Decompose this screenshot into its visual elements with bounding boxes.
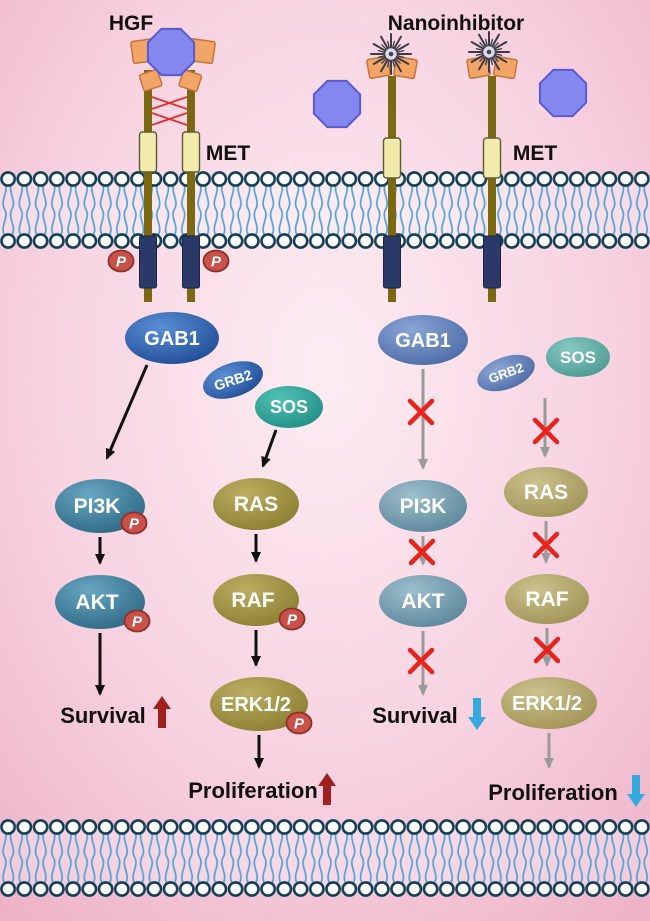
kinase-domain — [139, 235, 157, 289]
sos-label: SOS — [270, 397, 308, 417]
p-badge — [120, 511, 148, 535]
survival-label: Survival — [372, 703, 458, 728]
hgf-ligand-octagon-free — [312, 79, 362, 129]
sos-node — [255, 386, 323, 428]
met-receptor-inhibited-1 — [366, 33, 418, 302]
gab1-node — [125, 312, 219, 364]
met-label-right: MET — [513, 142, 558, 165]
receptor-stalk — [388, 76, 396, 302]
proliferation-label: Proliferation — [188, 778, 318, 803]
kinase-domain — [182, 235, 200, 289]
pi3k-node-inhibited — [379, 480, 467, 532]
hgf-label: HGF — [109, 12, 154, 35]
raf-label: RAF — [525, 588, 568, 611]
proliferation-label: Proliferation — [488, 780, 618, 805]
dimerization-lines — [151, 96, 188, 126]
gab1-label: GAB1 — [395, 330, 451, 352]
met-label-left: MET — [206, 142, 251, 165]
sos-node-inhibited — [546, 337, 610, 377]
p-badge — [202, 249, 230, 273]
akt-label: AKT — [401, 590, 444, 613]
sos-label: SOS — [560, 348, 596, 367]
akt-node — [55, 575, 145, 629]
grb2-ellipse — [477, 354, 535, 392]
met-receptor-dimer-active — [107, 27, 230, 302]
raf-node-inhibited — [505, 574, 589, 624]
akt-node-inhibited — [379, 575, 467, 627]
sema-domain — [138, 69, 163, 92]
p-badge — [107, 249, 135, 273]
gab1-node-inhibited — [378, 315, 468, 365]
sema-domain — [492, 55, 518, 80]
pi3k-label: PI3K — [400, 495, 447, 518]
membrane-top — [0, 170, 650, 250]
ig-domain — [138, 131, 158, 173]
erk-node-inhibited — [501, 677, 597, 729]
kinase-domain — [383, 235, 401, 289]
grb2-node-inhibited: GRB2 — [477, 354, 535, 392]
p-badge — [278, 607, 306, 631]
arrow-gab1-pi3k — [105, 364, 149, 460]
hgf-ligand-octagon — [146, 27, 196, 77]
grb2-ellipse — [203, 361, 263, 399]
ras-label: RAS — [524, 481, 568, 504]
membrane-top-bilayer — [0, 170, 650, 250]
receptor-stalk — [144, 70, 152, 302]
erk-node — [210, 677, 308, 731]
erk-label: ERK1/2 — [512, 693, 582, 715]
raf-node — [213, 574, 299, 626]
ras-label: RAS — [234, 493, 278, 516]
pi3k-label: PI3K — [74, 495, 121, 518]
hgf-ligand-octagon-free — [538, 68, 588, 118]
inhibited-pathway: GAB1 GRB2 SOS PI3K AKT RAS RAF ERK1/2 Su… — [372, 315, 645, 807]
p-badge — [285, 711, 313, 735]
active-pathway: GAB1 GRB2 SOS PI3K AKT RAS RAF ERK1/2 Su… — [55, 312, 336, 805]
met-receptor-inhibited-2 — [466, 31, 518, 302]
arrow-sos-ras — [261, 429, 278, 468]
kinase-domain — [483, 235, 501, 289]
membrane-bottom — [0, 818, 650, 898]
nanoinhibitor-label: Nanoinhibitor — [388, 12, 524, 35]
erk-label: ERK1/2 — [221, 694, 291, 716]
raf-label: RAF — [231, 589, 274, 612]
ras-node-inhibited — [504, 467, 588, 517]
ig-domain — [382, 137, 402, 179]
survival-label: Survival — [60, 703, 146, 728]
akt-label: AKT — [75, 591, 118, 614]
sema-domain — [178, 69, 203, 92]
ig-domain — [181, 131, 201, 173]
receptor-stalk — [187, 70, 195, 302]
sema-domain — [366, 55, 392, 80]
gab1-label: GAB1 — [144, 328, 200, 350]
receptor-stalk — [488, 76, 496, 302]
grb2-node: GRB2 — [203, 361, 263, 399]
membrane-bottom-bilayer — [0, 818, 650, 898]
ras-node — [213, 478, 299, 530]
p-badge — [123, 609, 151, 633]
ig-domain — [482, 137, 502, 179]
